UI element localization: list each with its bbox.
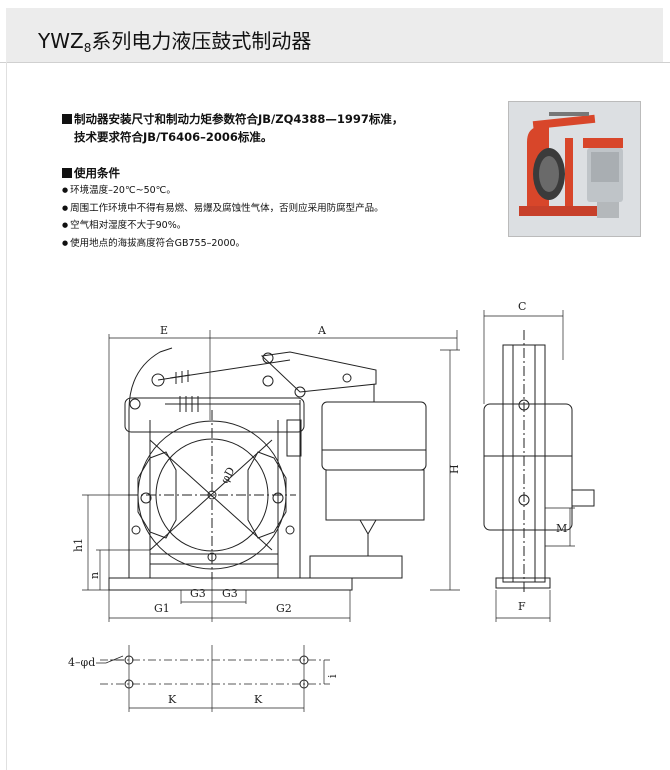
left-arm	[128, 347, 173, 578]
thruster-body	[325, 469, 425, 521]
condition-item: 周围工作环境中不得有易燃、易爆及腐蚀性气体，否则应采用防腐型产品。	[62, 200, 384, 218]
dim-label-holes: 4–φd	[68, 656, 95, 669]
condition-item: 使用地点的海拔高度符合GB755–2000。	[62, 235, 384, 253]
condition-item: 空气相对湿度不大于90%。	[62, 217, 384, 235]
square-bullet-icon	[62, 168, 72, 178]
dim-label-M: M	[556, 522, 567, 535]
dim-label-K-left: K	[168, 693, 177, 706]
intro-line-1: 制动器安装尺寸和制动力矩参数符合JB/ZQ4388—1997标准，	[62, 110, 403, 128]
condition-item: 环境温度–20℃~50℃。	[62, 182, 384, 200]
dim-label-D: φD	[218, 465, 238, 486]
square-bullet-icon	[62, 114, 72, 124]
left-border	[6, 62, 7, 770]
conditions-list: 环境温度–20℃~50℃。 周围工作环境中不得有易燃、易爆及腐蚀性气体，否则应采…	[62, 182, 384, 252]
side-thruster	[483, 403, 573, 531]
thruster	[321, 401, 427, 471]
dim-label-E: E	[160, 324, 168, 337]
intro-text-1: 制动器安装尺寸和制动力矩参数符合JB/ZQ4388—1997标准，	[74, 112, 404, 126]
dim-label-G3-right: G3	[222, 587, 238, 600]
dim-label-G3-left: G3	[190, 587, 206, 600]
conditions-title: 使用条件	[62, 165, 120, 181]
standards-intro: 制动器安装尺寸和制动力矩参数符合JB/ZQ4388—1997标准， 技术要求符合…	[62, 110, 403, 146]
header-divider	[0, 62, 670, 63]
base-plate	[108, 577, 353, 591]
dim-label-h1: h1	[72, 538, 85, 552]
dim-label-F: F	[518, 600, 526, 613]
lever	[260, 351, 377, 393]
dim-label-C: C	[518, 300, 526, 313]
dim-label-H: H	[448, 464, 461, 474]
dim-label-G2: G2	[276, 602, 292, 615]
dim-label-G1: G1	[154, 602, 170, 615]
right-shoe	[247, 451, 287, 539]
title-bar: YWZ8系列电力液压鼓式制动器	[6, 8, 663, 62]
title-subscript: 8	[83, 41, 92, 55]
product-photo	[508, 101, 641, 237]
title-rest: 系列电力液压鼓式制动器	[91, 29, 312, 53]
conditions-title-text: 使用条件	[74, 166, 120, 180]
dim-label-n: n	[88, 572, 101, 579]
dim-label-i: i	[326, 674, 339, 678]
title-main: YWZ	[38, 29, 84, 53]
page-title: YWZ8系列电力液压鼓式制动器	[38, 25, 312, 55]
brake-photo-illustration	[509, 102, 640, 236]
intro-line-2: 技术要求符合JB/T6406–2006标准。	[74, 130, 273, 144]
left-shoe	[137, 451, 177, 539]
dim-label-K-right: K	[254, 693, 263, 706]
dim-label-A: A	[317, 324, 327, 337]
